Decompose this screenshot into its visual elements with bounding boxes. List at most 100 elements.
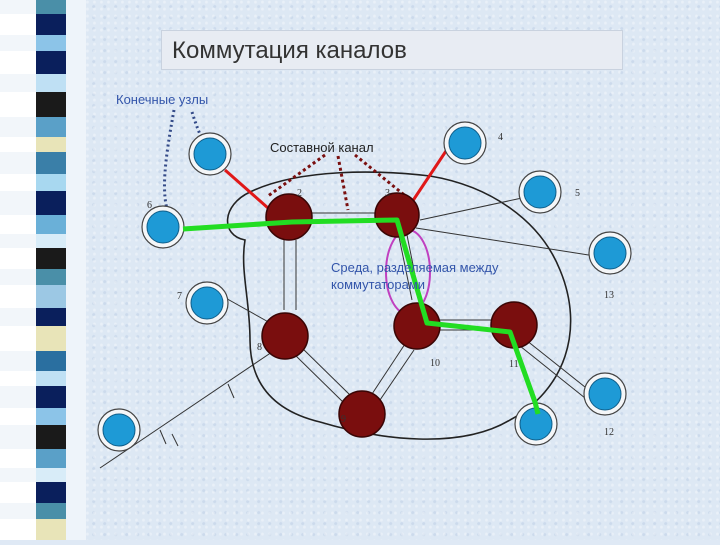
link-3-10 (397, 231, 413, 301)
stripe-cell (36, 14, 66, 35)
stripe-cell (0, 51, 36, 74)
stripe-cell (0, 215, 36, 234)
end-node-13 (588, 231, 632, 275)
node-number-10: 10 (430, 358, 440, 369)
stripe-cell (66, 174, 86, 191)
link-8-9 (299, 345, 351, 396)
stripe-cell (36, 234, 66, 248)
shared-medium-label-line1: Среда, разделяемая между (331, 260, 499, 275)
switch-2 (265, 193, 313, 241)
stripe-cell (66, 519, 86, 542)
end-nodes (97, 121, 632, 452)
stripe-cell (66, 35, 86, 51)
stripe-cell (0, 35, 36, 51)
stripe-cell (0, 92, 36, 117)
tick-3 (171, 433, 179, 447)
stripe-cell (66, 408, 86, 425)
stripe-cell (0, 152, 36, 174)
link-7-8 (221, 295, 273, 325)
node-number-13: 13 (604, 290, 614, 301)
end-node-5 (518, 170, 562, 214)
stripe-cell (0, 386, 36, 408)
node-number-9: 9 (341, 414, 346, 425)
page-title: Коммутация каналов (172, 37, 407, 64)
stripe-cell (66, 326, 86, 351)
pointer-channel-2 (336, 155, 350, 211)
link-3-13 (415, 227, 596, 257)
stripe-cell (0, 408, 36, 425)
switch-8 (261, 312, 309, 360)
end-node-7 (185, 281, 229, 325)
pointer-channel-3 (354, 153, 409, 200)
stripe-cell (66, 215, 86, 234)
stripe-cell (66, 248, 86, 269)
switch-9 (338, 390, 386, 438)
stripe-cell (36, 51, 66, 74)
stripe-cell (0, 174, 36, 191)
end-node-12 (583, 372, 627, 416)
stripe-cell (0, 234, 36, 248)
end-node-6 (141, 205, 185, 249)
stripe-cell (0, 326, 36, 351)
stripe-cell (66, 234, 86, 248)
stripe-cell (36, 425, 66, 449)
stripe-cell (0, 14, 36, 35)
stripe-cell (66, 351, 86, 371)
stripe-cell (0, 468, 36, 482)
decorative-stripe (0, 0, 86, 542)
stripe-cell (66, 482, 86, 503)
end-node-4 (443, 121, 487, 165)
stripe-cell (36, 269, 66, 285)
stripe-cell (36, 503, 66, 519)
stripe-cell (66, 386, 86, 408)
node-number-2: 2 (297, 188, 302, 199)
stripe-cell (0, 449, 36, 468)
stripe-cell (36, 74, 66, 92)
stripe-cell (36, 0, 66, 14)
stripe-cell (66, 74, 86, 92)
stripe-cell (36, 482, 66, 503)
switches (261, 192, 538, 438)
stripe-cell (66, 14, 86, 35)
stripe-cell (36, 137, 66, 152)
access-link-left (224, 168, 269, 210)
tick-1 (159, 429, 167, 445)
stripe-cell (36, 152, 66, 174)
stripe-cell (36, 408, 66, 425)
stripe-cell (0, 482, 36, 503)
link-9-10-b (379, 349, 415, 401)
pointer-end-node-6 (163, 109, 176, 219)
node-number-12: 12 (604, 427, 614, 438)
stripe-cell (36, 117, 66, 137)
stripe-cell (0, 74, 36, 92)
stripe-cell (0, 191, 36, 215)
stripe-cell (0, 269, 36, 285)
stripe-cell (66, 308, 86, 326)
link-11-12-b (519, 345, 591, 403)
stripe-cell (66, 92, 86, 117)
stripe-cell (36, 35, 66, 51)
end-node-1 (188, 132, 232, 176)
link-3-5 (419, 197, 523, 221)
stripe-cell (0, 0, 36, 14)
composite-channel-path (182, 217, 541, 415)
stripe-cell (66, 0, 86, 14)
stripe-cell (36, 285, 66, 308)
stripe-cell (0, 285, 36, 308)
node-number-6: 6 (147, 200, 152, 211)
stripe-cell (66, 117, 86, 137)
stripe-cell (36, 308, 66, 326)
stripe-cell (36, 351, 66, 371)
end-nodes-label: Конечные узлы (116, 92, 208, 107)
stripe-cell (66, 449, 86, 468)
stripe-cell (36, 449, 66, 468)
switch-3 (374, 192, 420, 238)
stripe-cell (66, 137, 86, 152)
stripe-cell (0, 371, 36, 386)
stripe-cell (0, 425, 36, 449)
node-number-11: 11 (509, 359, 519, 370)
stripe-cell (36, 371, 66, 386)
end-node-bottom-left (97, 408, 141, 452)
stripe-cell (36, 215, 66, 234)
